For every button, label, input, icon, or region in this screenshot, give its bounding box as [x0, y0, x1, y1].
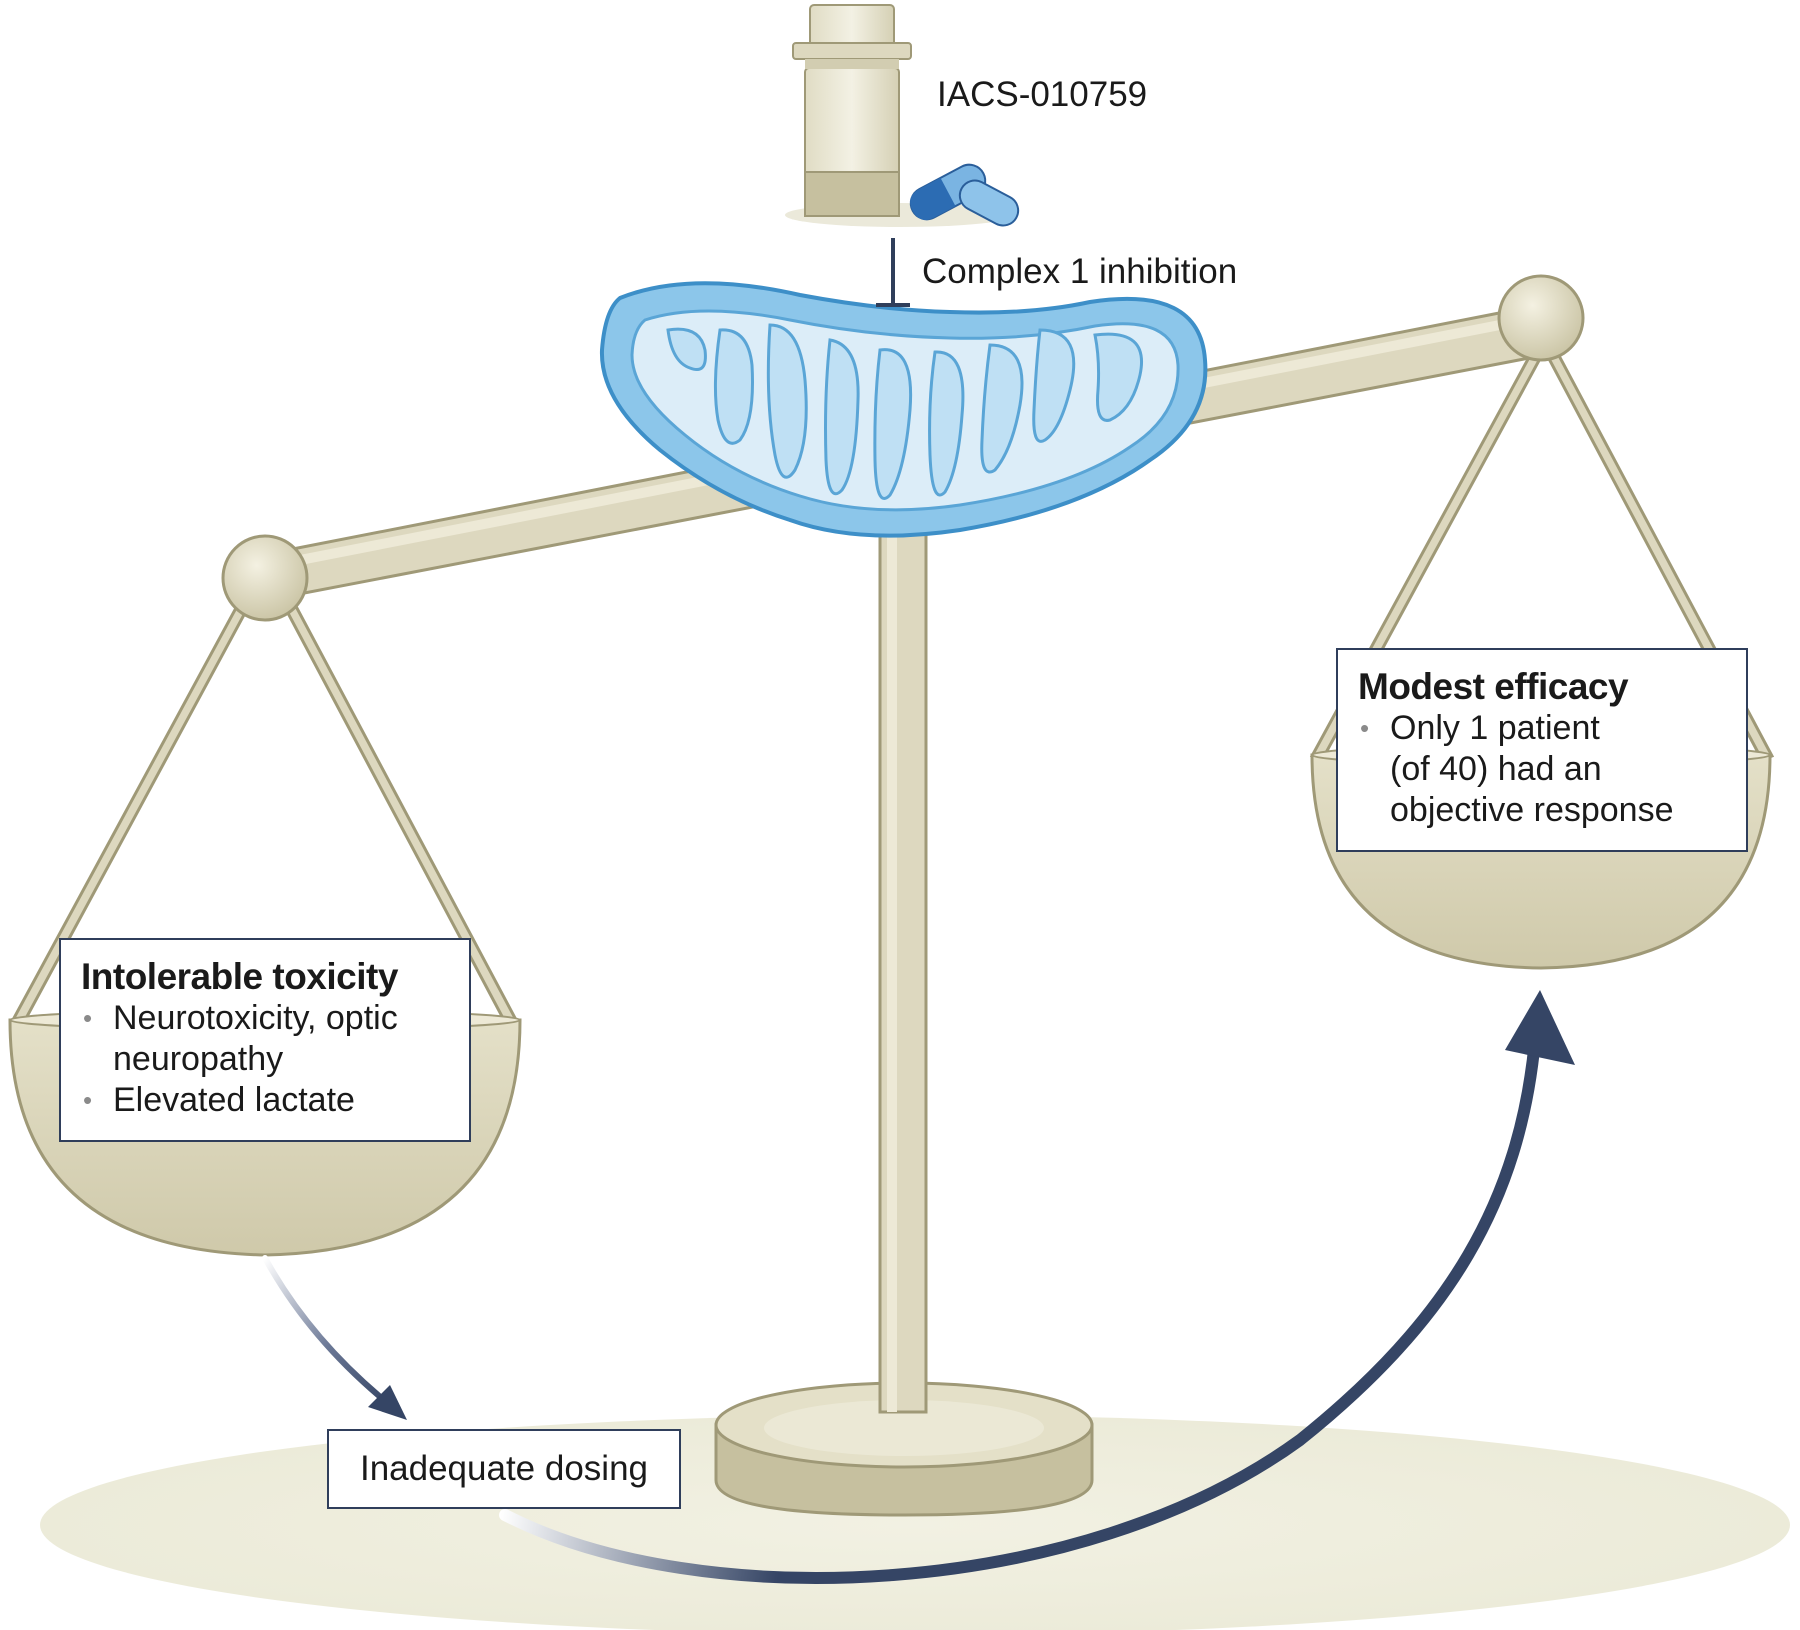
- efficacy-bullet: Only 1 patient (of 40) had an objective …: [1358, 708, 1728, 831]
- mitochondrion: [599, 281, 1208, 538]
- efficacy-box: Modest efficacy Only 1 patient (of 40) h…: [1336, 648, 1748, 852]
- scale-pillar: [878, 518, 928, 1414]
- toxicity-title: Intolerable toxicity: [81, 956, 398, 997]
- toxicity-bullet: Elevated lactate: [81, 1080, 451, 1121]
- efficacy-title: Modest efficacy: [1358, 666, 1629, 707]
- mechanism-label: Complex 1 inhibition: [922, 252, 1238, 291]
- outcome-box: Inadequate dosing: [327, 1429, 681, 1509]
- arrow-to-modest-efficacy: [499, 990, 1575, 1584]
- scale-base: [714, 1381, 1094, 1517]
- toxicity-bullet: Neurotoxicity, optic neuropathy: [81, 998, 451, 1080]
- arrow-to-inadequate-dosing: [262, 1255, 407, 1420]
- inhibition-line: [876, 238, 910, 307]
- toxicity-list: Neurotoxicity, optic neuropathy Elevated…: [81, 998, 451, 1121]
- left-knob: [221, 534, 309, 622]
- right-knob: [1497, 274, 1585, 362]
- efficacy-list: Only 1 patient (of 40) had an objective …: [1358, 708, 1728, 831]
- outcome-label: Inadequate dosing: [359, 1449, 649, 1488]
- capsule-icon: [909, 163, 1020, 227]
- toxicity-box: Intolerable toxicity Neurotoxicity, opti…: [59, 938, 471, 1142]
- pill-bottle-icon: [785, 4, 1015, 227]
- drug-name-label: IACS-010759: [937, 75, 1148, 114]
